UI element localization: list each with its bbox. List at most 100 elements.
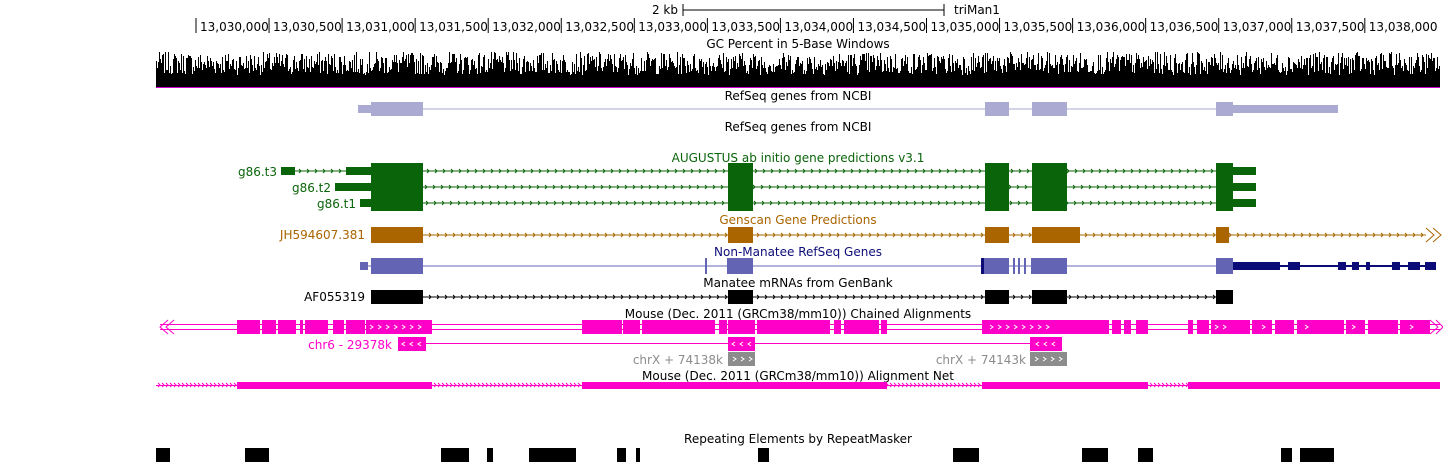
exon-block bbox=[728, 227, 753, 243]
chain-grey-block-1[interactable] bbox=[728, 352, 755, 366]
xeno-refseq-track-title: Non-Manatee RefSeq Genes bbox=[714, 245, 882, 259]
chain-block bbox=[1252, 320, 1272, 334]
utr-block bbox=[1233, 199, 1256, 207]
ruler-tick-label: 13,032,000 bbox=[492, 20, 561, 34]
chain-main[interactable] bbox=[159, 319, 1443, 335]
exon-block bbox=[1032, 102, 1067, 116]
chain-item-label[interactable]: chr6 - 29378k bbox=[308, 338, 392, 352]
chain-block bbox=[728, 320, 755, 334]
genscan-gene-model[interactable] bbox=[371, 227, 1426, 243]
exon-block bbox=[371, 290, 423, 304]
augustus-transcript-t3[interactable] bbox=[281, 163, 1256, 179]
chain-block bbox=[844, 320, 879, 334]
ruler-tick-label: 13,031,000 bbox=[346, 20, 415, 34]
strand-arrows bbox=[1034, 356, 1063, 362]
exon-block bbox=[727, 258, 753, 274]
exon-block bbox=[1216, 179, 1233, 195]
exon-block bbox=[1216, 290, 1233, 304]
repeat-element bbox=[245, 448, 269, 462]
net-block bbox=[982, 382, 1148, 389]
utr-block bbox=[335, 183, 371, 191]
exon-block bbox=[1013, 258, 1015, 274]
exon-block bbox=[728, 163, 753, 179]
refseq-gene-model[interactable] bbox=[358, 102, 1338, 116]
ruler-tick-label: 13,033,000 bbox=[638, 20, 707, 34]
exon-block bbox=[985, 102, 1009, 116]
augustus-track-title: AUGUSTUS ab initio gene predictions v3.1 bbox=[672, 151, 925, 165]
net-block bbox=[582, 382, 887, 389]
xeno-refseq-gene-dark[interactable] bbox=[1233, 262, 1436, 270]
chain-track[interactable] bbox=[159, 319, 1443, 366]
xeno-refseq-gene-light[interactable] bbox=[360, 258, 1233, 274]
mrna-alignment-model[interactable] bbox=[371, 290, 1233, 304]
augustus-track[interactable] bbox=[281, 163, 1256, 211]
chain-block bbox=[1030, 352, 1067, 366]
chain-block bbox=[1188, 320, 1193, 334]
mrna-item-label[interactable]: AF055319 bbox=[304, 290, 365, 304]
rmsk-track-title: Repeating Elements by RepeatMasker bbox=[684, 432, 912, 446]
chain-track-title: Mouse (Dec. 2011 (GRCm38/mm10)) Chained … bbox=[625, 307, 971, 321]
net-block bbox=[237, 382, 432, 389]
base-position-ruler[interactable]: 13,030,000 13,030,500 13,031,000 13,031,500… bbox=[195, 18, 1438, 34]
ruler-tick-label: 13,037,000 bbox=[1223, 20, 1292, 34]
exon-block bbox=[705, 258, 707, 274]
genscan-gene[interactable] bbox=[371, 227, 1442, 243]
exon-block bbox=[1216, 195, 1233, 211]
chain-block bbox=[1197, 320, 1209, 334]
xeno-refseq-track[interactable] bbox=[360, 258, 1436, 274]
ruler-tick-label: 13,031,500 bbox=[419, 20, 488, 34]
utr-block bbox=[360, 199, 371, 207]
repeatmasker-track[interactable] bbox=[156, 448, 1334, 462]
chain-block bbox=[728, 352, 755, 366]
exon-block bbox=[1216, 102, 1233, 116]
chain-block bbox=[366, 320, 432, 334]
repeat-element bbox=[441, 448, 469, 462]
gc-percent-track[interactable] bbox=[156, 52, 1440, 88]
refseq-gene[interactable] bbox=[358, 102, 1338, 116]
chain-block bbox=[346, 320, 365, 334]
ruler-tick-label: 13,034,000 bbox=[784, 20, 853, 34]
net-track[interactable] bbox=[156, 382, 1440, 389]
scale-bar-label: 2 kb bbox=[652, 3, 678, 17]
scale-bar: 2 kb triMan1 bbox=[652, 3, 1000, 17]
repeat-element bbox=[1281, 448, 1292, 462]
exon-block bbox=[985, 227, 1009, 243]
chain-block bbox=[1124, 320, 1131, 334]
chain-block bbox=[300, 320, 303, 334]
exon-block bbox=[371, 179, 423, 195]
augustus-item-label-t2[interactable]: g86.t2 bbox=[292, 181, 331, 195]
exon-block bbox=[985, 163, 1009, 179]
genscan-item-label[interactable]: JH594607.381 bbox=[279, 228, 365, 242]
ruler-tick-label: 13,030,000 bbox=[200, 20, 269, 34]
chain-grey-label-1[interactable]: chrX + 74138k bbox=[633, 353, 723, 367]
augustus-item-label-t3[interactable]: g86.t3 bbox=[238, 165, 277, 179]
augustus-transcript-t1[interactable] bbox=[360, 195, 1256, 211]
repeat-element bbox=[529, 448, 576, 462]
exon-block bbox=[1018, 258, 1020, 274]
chain-block bbox=[1275, 320, 1294, 334]
augustus-transcript-t2[interactable] bbox=[335, 179, 1256, 195]
chain-block bbox=[881, 320, 887, 334]
gc-percent-track-title: GC Percent in 5-Base Windows bbox=[706, 37, 889, 51]
chain-block bbox=[278, 320, 296, 334]
utr-block bbox=[1233, 105, 1338, 113]
exon-block bbox=[1216, 227, 1229, 243]
ruler-tick-label: 13,030,500 bbox=[273, 20, 342, 34]
utr-block bbox=[358, 105, 371, 113]
exon-block bbox=[985, 179, 1009, 195]
exon-block bbox=[1032, 195, 1067, 211]
chain-grey-label-2[interactable]: chrX + 74143k bbox=[936, 353, 1026, 367]
ruler-tick-label: 13,037,500 bbox=[1296, 20, 1365, 34]
mrna-alignment[interactable] bbox=[371, 290, 1233, 304]
gc-histogram bbox=[156, 52, 1440, 87]
chain-block bbox=[982, 320, 1109, 334]
chain-block bbox=[1368, 320, 1398, 334]
exon-block bbox=[371, 258, 423, 274]
augustus-item-label-t1[interactable]: g86.t1 bbox=[317, 197, 356, 211]
repeat-element bbox=[758, 448, 769, 462]
chain-second[interactable] bbox=[398, 337, 1062, 351]
net-block bbox=[1188, 382, 1440, 389]
chain-grey-block-2[interactable] bbox=[1030, 352, 1067, 366]
chain-block bbox=[642, 320, 715, 334]
